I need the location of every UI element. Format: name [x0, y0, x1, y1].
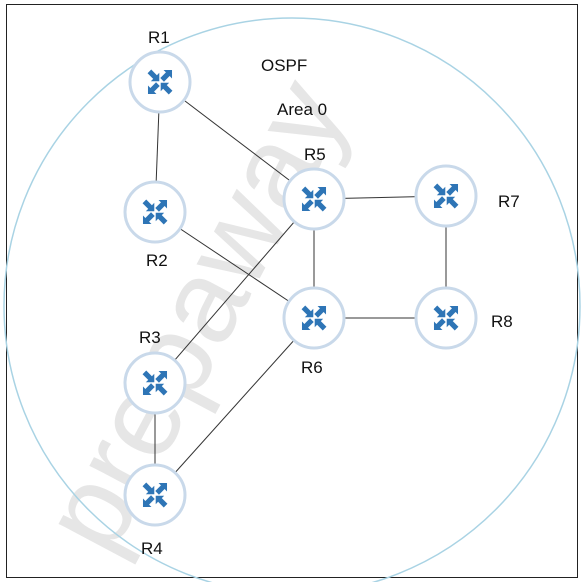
router-icon: [301, 305, 327, 331]
router-r2: [123, 180, 187, 244]
link-r3-r5: [154, 198, 315, 384]
ospf-protocol-label: OSPF: [261, 56, 307, 75]
router-label-r1: R1: [148, 28, 170, 47]
router-icon: [142, 482, 168, 508]
router-icon: [147, 69, 173, 95]
router-r7: [414, 164, 478, 228]
router-label-r6: R6: [301, 358, 323, 377]
router-r4: [123, 463, 187, 527]
router-label-r5: R5: [304, 145, 326, 164]
router-label-r8: R8: [491, 312, 513, 331]
link-r1-r5: [159, 81, 315, 200]
router-r5: [282, 167, 346, 231]
router-r6: [282, 286, 346, 350]
ospf-area-boundary: [3, 17, 581, 582]
router-label-r4: R4: [141, 539, 163, 558]
router-icon: [142, 370, 168, 396]
router-r1: [128, 50, 192, 114]
link-r2-r6: [154, 211, 315, 319]
router-icon: [142, 199, 168, 225]
router-label-r2: R2: [146, 251, 168, 270]
router-r3: [123, 351, 187, 415]
router-label-r3: R3: [139, 328, 161, 347]
router-icon: [433, 183, 459, 209]
router-icon: [433, 305, 459, 331]
link-r4-r6: [154, 317, 315, 496]
router-r8: [414, 286, 478, 350]
router-icon: [301, 186, 327, 212]
router-label-r7: R7: [498, 192, 520, 211]
diagram-frame: [6, 4, 578, 578]
area-name-label: Area 0: [277, 100, 327, 119]
